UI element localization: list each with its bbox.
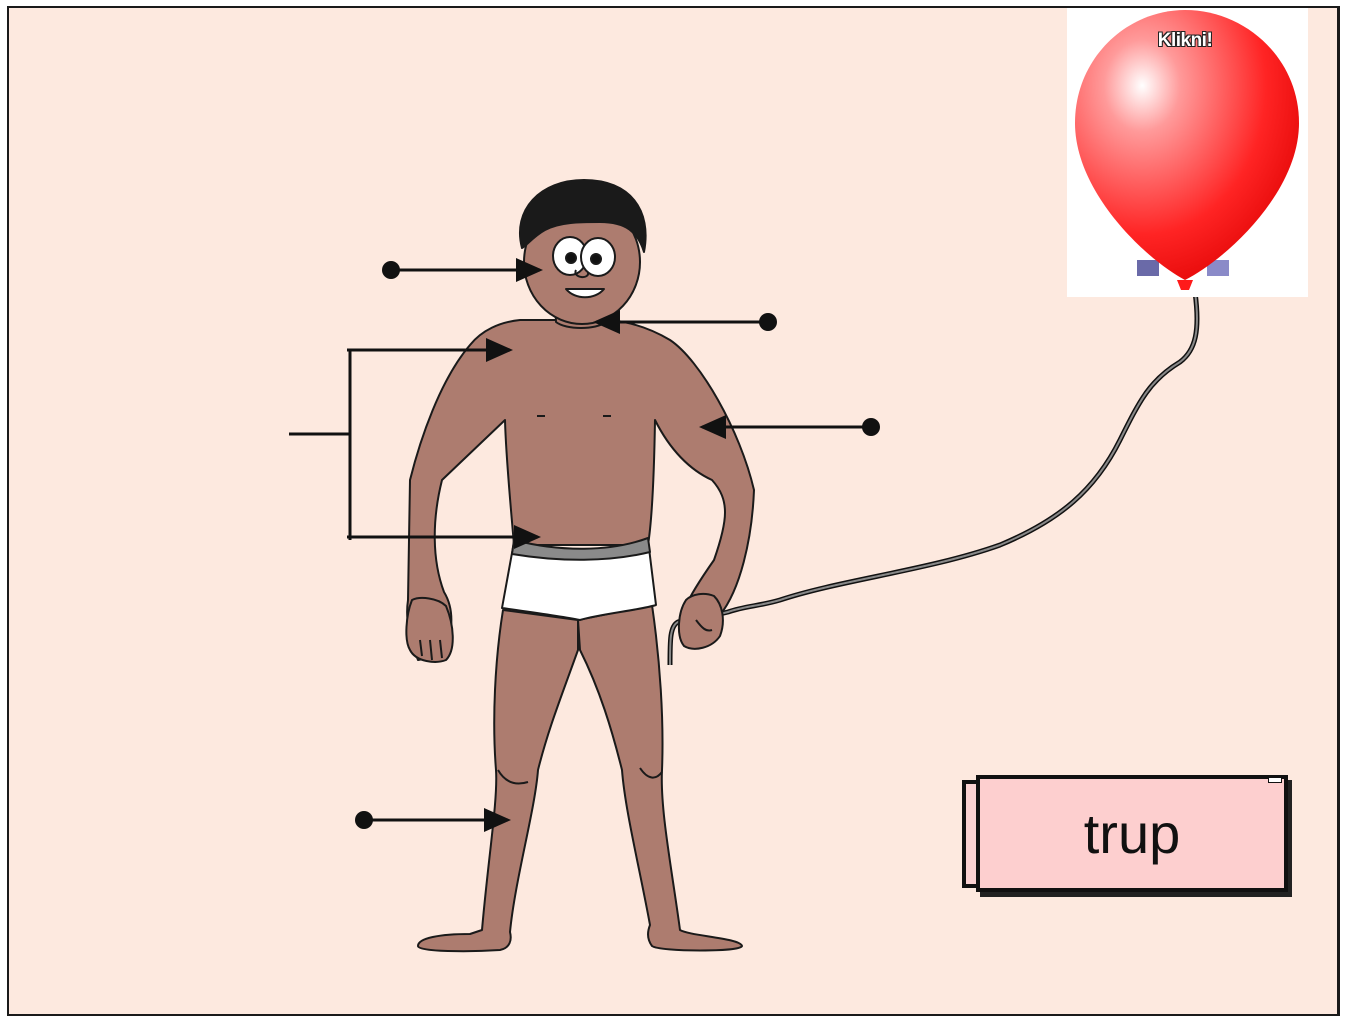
card-strip [1268,777,1282,783]
right-hand [679,594,723,649]
right-leg [578,605,742,951]
pointer-face [382,261,540,279]
answer-word: trup [1084,801,1181,866]
balloon-label[interactable]: Klikni! [1140,30,1230,52]
human-figure [406,180,754,951]
answer-card[interactable]: trup [976,775,1288,892]
pointer-leg [355,811,508,829]
left-hand [406,598,452,662]
